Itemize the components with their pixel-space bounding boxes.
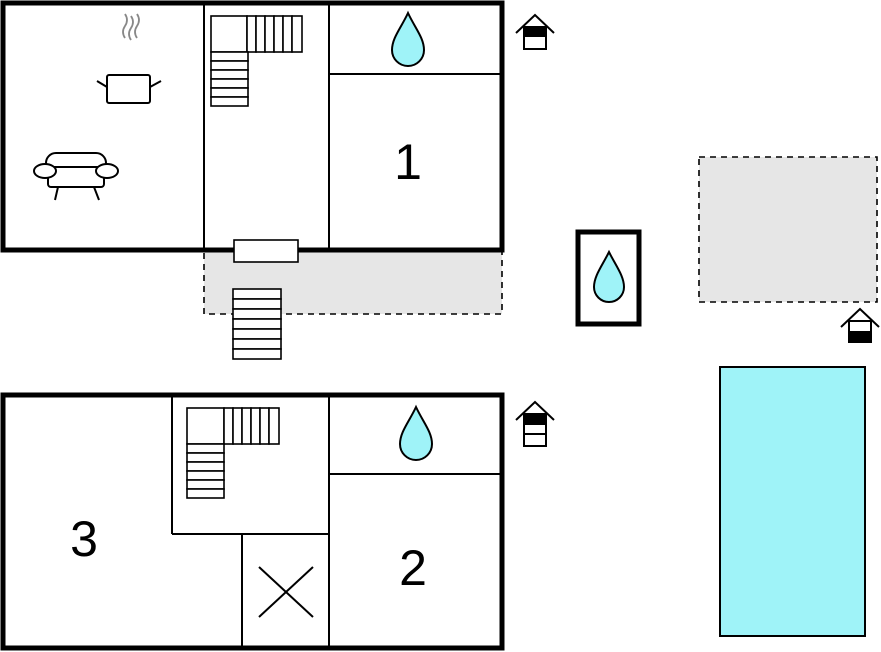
- storage-cross-icon: [258, 566, 314, 618]
- terrace-right: [698, 156, 878, 303]
- water-drop-icon: [398, 404, 434, 461]
- water-drop-icon: [592, 249, 626, 303]
- upper-door-sill: [233, 239, 299, 263]
- staircase-icon: [232, 288, 282, 360]
- water-drop-icon: [390, 10, 426, 67]
- outdoor-area: [575, 156, 880, 637]
- sofa-icon: [33, 152, 119, 201]
- house-entrance-icon: [515, 13, 555, 50]
- outdoor-shower: [575, 229, 642, 327]
- room-number-2: 2: [399, 540, 427, 596]
- room-number-3: 3: [70, 511, 98, 567]
- lower-floor-outline: [0, 392, 505, 651]
- room-number-1: 1: [394, 134, 422, 190]
- pool: [719, 366, 866, 637]
- staircase-icon: [210, 15, 303, 107]
- lower-floor: 3 2: [0, 392, 555, 651]
- kitchen-pot-icon: [96, 13, 162, 104]
- staircase-icon: [186, 407, 280, 499]
- house-entrance-icon: [840, 307, 880, 343]
- house-entrance-icon: [515, 400, 555, 447]
- upper-floor: 1: [0, 0, 555, 360]
